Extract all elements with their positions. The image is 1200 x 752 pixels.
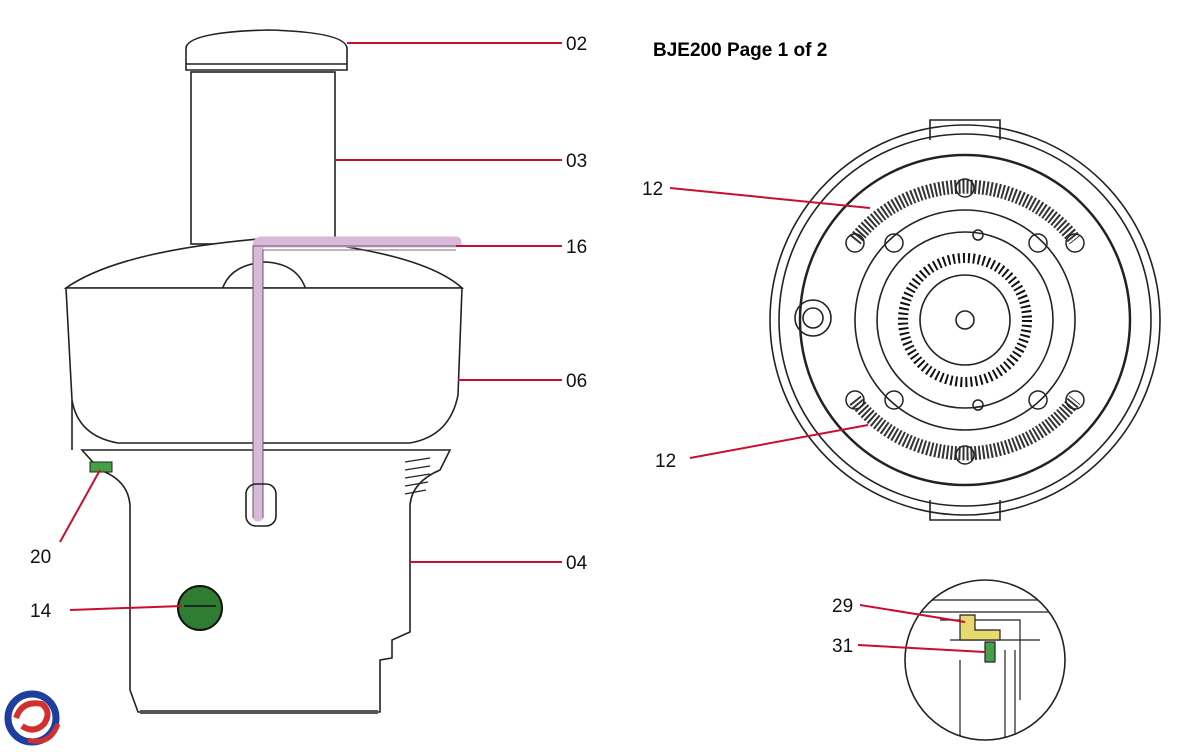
screw-heads <box>845 178 1085 465</box>
food-pusher-cap <box>185 29 348 71</box>
vent-slots <box>404 457 431 495</box>
page-title: BJE200 Page 1 of 2 <box>653 40 828 61</box>
gasket-part <box>959 614 1001 641</box>
center-drive-gear <box>898 253 1032 387</box>
callout-14: 14 <box>30 601 52 622</box>
motor-base <box>80 449 452 713</box>
side-seal <box>89 461 113 473</box>
filter-basket-bottom-view <box>769 119 1161 521</box>
callout-12-upper: 12 <box>642 179 664 200</box>
leader-31 <box>857 644 986 653</box>
leader-12a <box>669 187 871 209</box>
leader-12b <box>689 424 869 459</box>
tooth-ring-lower <box>849 395 1081 461</box>
green-seal-part <box>984 641 996 663</box>
leader-lines <box>59 42 986 653</box>
leader-20 <box>59 469 101 543</box>
callout-03: 03 <box>566 151 588 172</box>
leader-14 <box>69 605 183 611</box>
callout-04: 04 <box>566 553 588 574</box>
filter-bowl-surround <box>65 287 463 444</box>
food-pusher-tube <box>190 71 336 245</box>
power-switch <box>177 585 223 631</box>
callout-06: 06 <box>566 371 588 392</box>
callout-16: 16 <box>566 237 588 258</box>
leader-29 <box>859 604 966 623</box>
callout-29: 29 <box>832 596 854 617</box>
callout-31: 31 <box>832 636 854 657</box>
detail-inset <box>904 579 1066 741</box>
callout-20: 20 <box>30 547 52 568</box>
callout-12-lower: 12 <box>655 451 677 472</box>
spout-clip <box>245 483 277 527</box>
brand-swirl-logo <box>4 690 61 746</box>
juicer-side-view <box>63 29 465 714</box>
outlet-nozzle <box>794 299 832 337</box>
tooth-ring-upper <box>849 179 1081 245</box>
callout-02: 02 <box>566 34 588 55</box>
